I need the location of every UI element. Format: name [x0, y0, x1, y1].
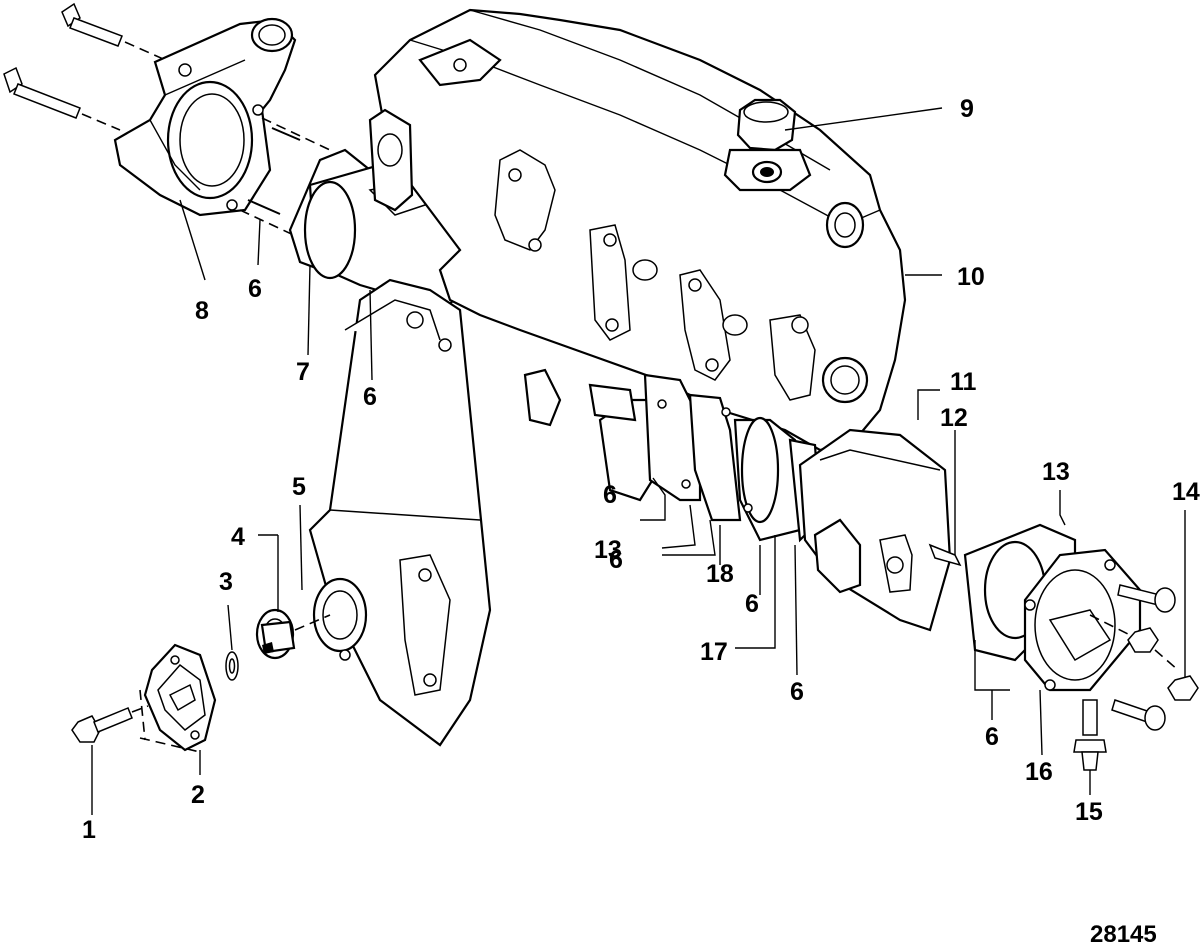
- callout-4: 4: [231, 523, 245, 551]
- figure-id: 28145: [1090, 921, 1157, 947]
- hex-nut: [1167, 675, 1199, 701]
- rear-end-cap: [963, 523, 1142, 692]
- o-ring-small: [225, 651, 239, 681]
- callout-10: 10: [957, 263, 985, 291]
- callout-18: 18: [706, 560, 734, 588]
- callout-6e: 6: [745, 590, 759, 618]
- callout-labels: 1 2 3 4 5 6 7 8 6 9 10 11 12 6 13 6 18 6…: [82, 95, 1200, 844]
- mounting-bolt-upper: [61, 2, 171, 63]
- end-cap-screw-lower: [1111, 699, 1166, 731]
- water-outlet-elbow: [113, 17, 297, 217]
- cover-plate: [139, 643, 217, 753]
- mounting-bolt-lower: [3, 66, 121, 131]
- callout-14: 14: [1172, 478, 1200, 506]
- callout-6a: 6: [248, 275, 262, 303]
- callout-12: 12: [940, 404, 968, 432]
- callout-6g: 6: [985, 723, 999, 751]
- manifold-section: [308, 278, 492, 747]
- callout-2: 2: [191, 781, 205, 809]
- callout-6f: 6: [790, 678, 804, 706]
- end-cap-housing: [798, 428, 962, 632]
- callout-16: 16: [1025, 758, 1053, 786]
- callout-9: 9: [960, 95, 974, 123]
- drain-fitting: [1073, 699, 1107, 771]
- callout-5: 5: [292, 473, 306, 501]
- callout-13b: 13: [1042, 458, 1070, 486]
- callout-6d: 6: [609, 546, 623, 574]
- end-cap-nut: [1089, 614, 1179, 671]
- end-cap-screw-upper: [1117, 584, 1176, 613]
- callout-17: 17: [700, 638, 728, 666]
- callout-6c: 6: [603, 481, 617, 509]
- drain-plug-anode: [255, 608, 331, 660]
- callout-15: 15: [1075, 798, 1103, 826]
- leader-lines: [91, 107, 1186, 815]
- cover-screw: [71, 705, 149, 743]
- callout-3: 3: [219, 568, 233, 596]
- mount-bracket: [523, 368, 667, 502]
- callout-8: 8: [195, 297, 209, 325]
- callout-7: 7: [296, 358, 310, 386]
- sleeve-gasket-stack: [643, 373, 822, 543]
- fill-cap: [723, 98, 812, 192]
- callout-1: 1: [82, 816, 96, 844]
- callout-13a: 13: [594, 536, 622, 564]
- callout-6b: 6: [363, 383, 377, 411]
- callout-11: 11: [950, 368, 977, 396]
